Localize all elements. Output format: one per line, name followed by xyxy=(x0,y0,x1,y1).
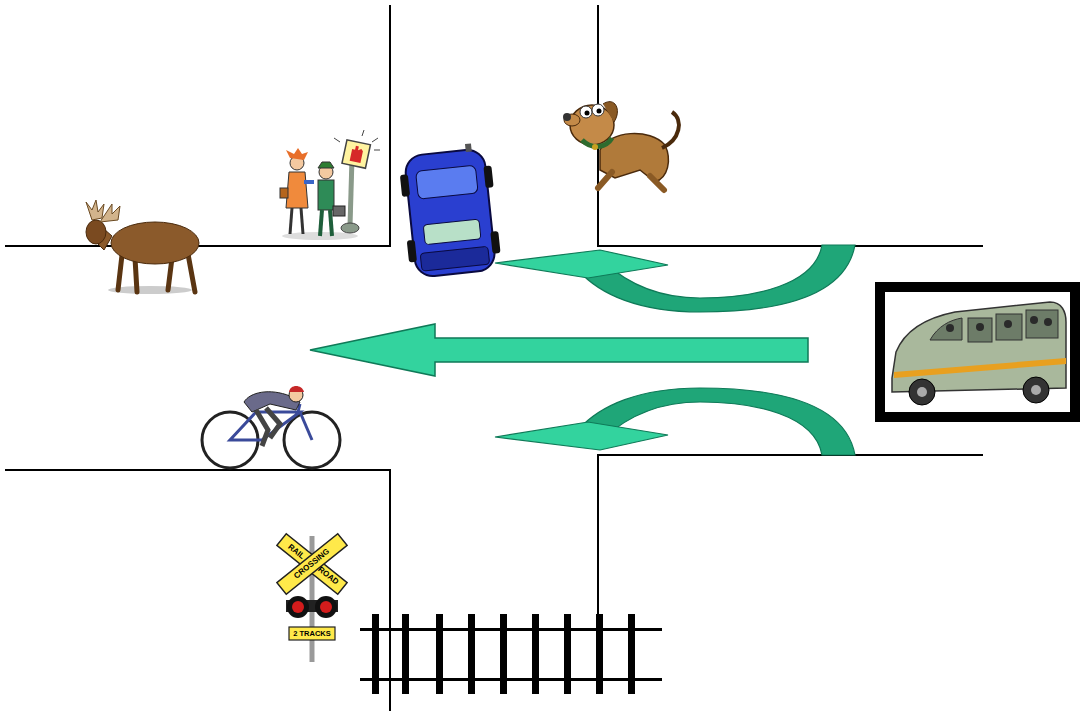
railroad-tracks xyxy=(360,614,662,694)
railroad-crossing-signal xyxy=(277,534,347,662)
sign-plate-text: 2 TRACKS xyxy=(293,630,331,638)
dog xyxy=(563,102,679,190)
cyclist xyxy=(202,386,340,468)
blue-car xyxy=(397,142,502,279)
moose xyxy=(86,200,199,294)
van xyxy=(880,287,1075,417)
turn-arrows xyxy=(310,245,855,455)
crossbuck-text: RAIL xyxy=(286,543,306,561)
road-edges xyxy=(5,5,983,711)
crossbuck-text: ROAD xyxy=(316,566,339,587)
walk-signal xyxy=(334,130,380,233)
